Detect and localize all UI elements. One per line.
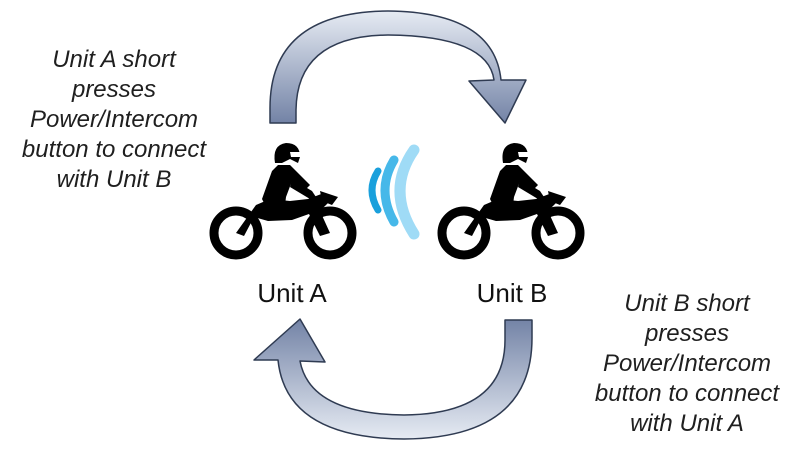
unit-a-instruction: Unit A short presses Power/Intercom butt… — [21, 46, 207, 193]
curved-arrow-left-icon — [253, 318, 533, 440]
unit-b-instruction: Unit B short presses Power/Intercom butt… — [594, 290, 780, 437]
unit-a-label: Unit A — [257, 278, 327, 308]
motorcycle-rider-icon — [442, 143, 580, 255]
unit-b-label: Unit B — [476, 278, 548, 308]
motorcycle-rider-icon — [214, 143, 352, 255]
curved-arrow-right-icon — [269, 10, 527, 124]
wireless-signal-icon — [368, 144, 420, 240]
